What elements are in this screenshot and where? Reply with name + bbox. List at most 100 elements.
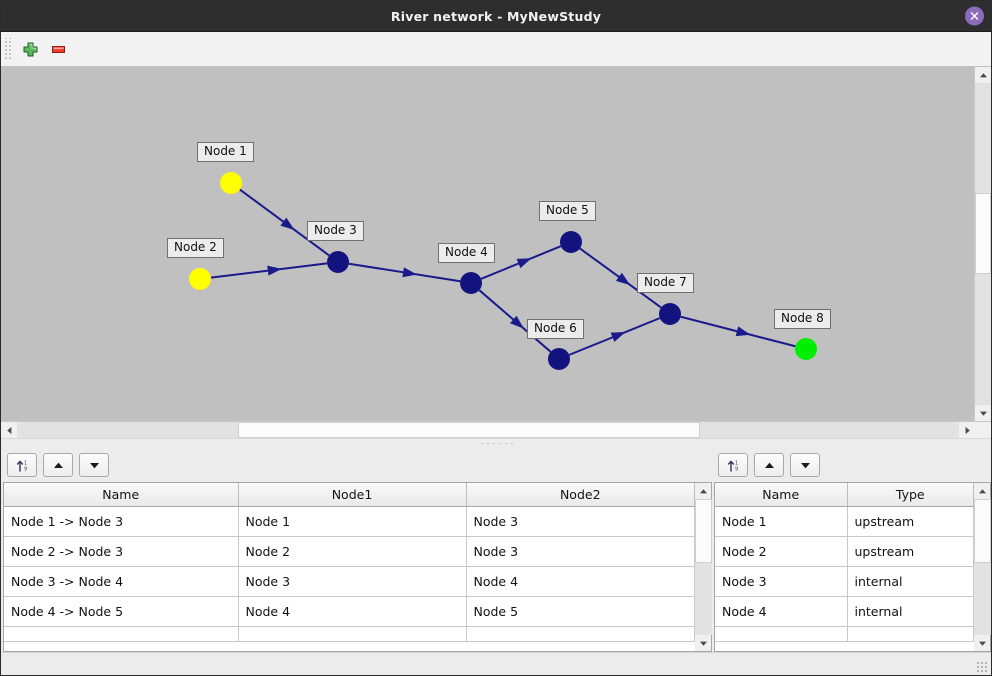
- table-cell[interactable]: Node 5: [466, 596, 695, 627]
- column-header[interactable]: Node2: [466, 483, 695, 507]
- table-cell[interactable]: Node 4: [466, 566, 695, 597]
- arrow-down-icon: [800, 462, 810, 468]
- scroll-down-button[interactable]: [975, 405, 991, 421]
- table-cell[interactable]: Node 4: [238, 596, 467, 627]
- scroll-up-button[interactable]: [975, 67, 991, 83]
- reaches-vscroll-thumb[interactable]: [695, 499, 712, 563]
- reaches-sort-button[interactable]: 1 9: [7, 453, 37, 477]
- remove-node-button[interactable]: [44, 35, 72, 63]
- vscroll-thumb[interactable]: [975, 193, 991, 274]
- canvas-horizontal-scrollbar[interactable]: [1, 421, 991, 438]
- chevron-down-icon: [978, 641, 986, 646]
- table-cell[interactable]: [238, 626, 467, 642]
- table-cell[interactable]: Node 2: [238, 536, 467, 567]
- sort-arrow-icon: 1 9: [16, 460, 27, 472]
- table-cell[interactable]: upstream: [847, 536, 974, 567]
- nodes-vertical-scrollbar[interactable]: [974, 482, 991, 652]
- node-label[interactable]: Node 2: [167, 238, 224, 258]
- nodes-move-down-button[interactable]: [790, 453, 820, 477]
- window-resize-grip[interactable]: [976, 661, 988, 673]
- table-cell[interactable]: [466, 626, 695, 642]
- table-cell[interactable]: Node 3: [715, 566, 848, 597]
- table-cell[interactable]: Node 3: [466, 506, 695, 537]
- graph-node[interactable]: [220, 172, 242, 194]
- table-cell[interactable]: Node 3 -> Node 4: [4, 566, 239, 597]
- column-header[interactable]: Type: [847, 483, 974, 507]
- node-label[interactable]: Node 4: [438, 243, 495, 263]
- reaches-move-up-button[interactable]: [43, 453, 73, 477]
- chevron-down-icon: [979, 411, 987, 416]
- toolbar-drag-handle[interactable]: [3, 38, 11, 60]
- reaches-move-down-button[interactable]: [79, 453, 109, 477]
- table-cell[interactable]: Node 1: [238, 506, 467, 537]
- table-cell[interactable]: [847, 626, 974, 642]
- reaches-scroll-down-button[interactable]: [695, 635, 711, 651]
- table-cell[interactable]: internal: [847, 596, 974, 627]
- column-header[interactable]: Node1: [238, 483, 467, 507]
- graph-node[interactable]: [548, 348, 570, 370]
- table-cell[interactable]: Node 4: [715, 596, 848, 627]
- graph-node[interactable]: [795, 338, 817, 360]
- nodes-sort-button[interactable]: 1 9: [718, 453, 748, 477]
- graph-node[interactable]: [327, 251, 349, 273]
- reaches-scroll-up-button[interactable]: [695, 483, 711, 499]
- table-cell[interactable]: Node 1: [715, 506, 848, 537]
- nodes-scroll-up-button[interactable]: [974, 483, 990, 499]
- edge-arrow-icon: [402, 267, 417, 278]
- nodes-move-up-button[interactable]: [754, 453, 784, 477]
- edge-arrow-icon: [735, 326, 751, 337]
- graph-node[interactable]: [560, 231, 582, 253]
- table-cell[interactable]: Node 3: [466, 536, 695, 567]
- graph-node[interactable]: [659, 303, 681, 325]
- reaches-panel: 1 9: [1, 448, 712, 652]
- table-row[interactable]: [4, 626, 695, 642]
- close-button[interactable]: [965, 6, 984, 26]
- table-row[interactable]: [715, 626, 974, 642]
- table-cell[interactable]: Node 4 -> Node 5: [4, 596, 239, 627]
- table-cell[interactable]: Node 3: [238, 566, 467, 597]
- table-cell[interactable]: internal: [847, 566, 974, 597]
- node-label[interactable]: Node 1: [197, 142, 254, 162]
- node-label[interactable]: Node 3: [307, 221, 364, 241]
- table-cell[interactable]: Node 1 -> Node 3: [4, 506, 239, 537]
- table-cell[interactable]: upstream: [847, 506, 974, 537]
- hscroll-thumb[interactable]: [238, 422, 700, 438]
- column-header[interactable]: Name: [715, 483, 848, 507]
- scroll-right-button[interactable]: [959, 422, 975, 438]
- nodes-scroll-down-button[interactable]: [974, 635, 990, 651]
- svg-text:9: 9: [735, 466, 738, 472]
- node-label[interactable]: Node 5: [539, 201, 596, 221]
- chevron-down-icon: [699, 641, 707, 646]
- node-label[interactable]: Node 7: [637, 273, 694, 293]
- horizontal-splitter[interactable]: [1, 438, 991, 448]
- table-cell[interactable]: Node 2: [715, 536, 848, 567]
- table-cell[interactable]: [4, 626, 239, 642]
- graph-node[interactable]: [189, 268, 211, 290]
- table-cell[interactable]: Node 2 -> Node 3: [4, 536, 239, 567]
- column-header[interactable]: Name: [4, 483, 239, 507]
- node-label[interactable]: Node 6: [527, 319, 584, 339]
- reaches-vertical-scrollbar[interactable]: [695, 482, 712, 652]
- canvas-vertical-scrollbar[interactable]: [974, 67, 991, 421]
- svg-text:1: 1: [24, 460, 27, 466]
- splitter-grip-icon: [479, 442, 513, 445]
- add-node-button[interactable]: [16, 35, 44, 63]
- node-label[interactable]: Node 8: [774, 309, 831, 329]
- svg-text:1: 1: [735, 460, 738, 466]
- network-canvas[interactable]: Node 1 Node 2 Node 3 Node 4 Node 5 Node 6 Node…: [1, 67, 974, 421]
- scroll-left-button[interactable]: [1, 422, 17, 438]
- table-cell[interactable]: [715, 626, 848, 642]
- nodes-vscroll-thumb[interactable]: [974, 499, 991, 563]
- graph-node[interactable]: [460, 272, 482, 294]
